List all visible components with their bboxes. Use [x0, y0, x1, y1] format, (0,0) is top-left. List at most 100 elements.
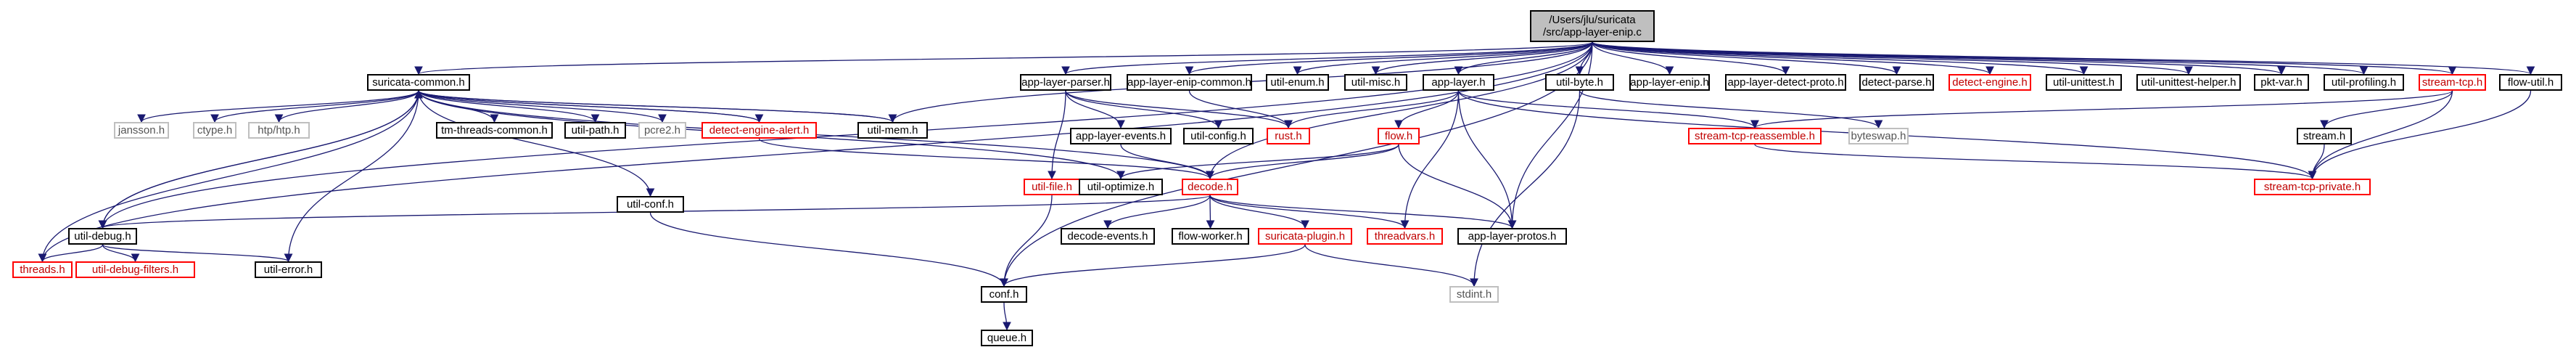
- node-stdint[interactable]: stdint.h: [1449, 286, 1499, 303]
- edge-suricata-plugin-to-stdint: [1304, 244, 1478, 287]
- edge-root-to-suricata-common: [414, 41, 1593, 76]
- node-tm-threads-common[interactable]: tm-threads-common.h: [436, 122, 553, 139]
- node-detect-parse[interactable]: detect-parse.h: [1859, 74, 1934, 91]
- node-conf[interactable]: conf.h: [981, 286, 1027, 303]
- node-label: byteswap.h: [1851, 129, 1906, 142]
- edge-root-to-util-enum: [1293, 41, 1593, 76]
- node-byteswap[interactable]: byteswap.h: [1848, 128, 1909, 144]
- edge-flow-to-app-layer-protos: [1398, 144, 1517, 229]
- edge-app-layer-to-flow: [1394, 90, 1460, 129]
- edge-root-to-detect-engine: [1592, 41, 1994, 76]
- edge-util-file-to-conf: [1000, 195, 1053, 287]
- node-label: util-config.h: [1190, 129, 1246, 142]
- node-util-config[interactable]: util-config.h: [1183, 128, 1254, 144]
- node-flow-worker[interactable]: flow-worker.h: [1172, 228, 1249, 245]
- edge-root-to-util-debug: [98, 41, 1593, 229]
- node-label: detect-engine.h: [1952, 76, 2028, 89]
- node-label: flow.h: [1384, 129, 1413, 142]
- node-pcre2[interactable]: pcre2.h: [638, 122, 686, 139]
- node-queue[interactable]: queue.h: [981, 330, 1033, 346]
- node-htp[interactable]: htp/htp.h: [248, 122, 310, 139]
- node-app-layer-enip[interactable]: app-layer-enip.h: [1629, 74, 1710, 91]
- node-app-layer-parser[interactable]: app-layer-parser.h: [1020, 74, 1111, 91]
- edge-root-to-detect-parse: [1592, 41, 1901, 76]
- edge-conf-to-queue: [1003, 302, 1011, 331]
- node-label: app-layer-protos.h: [1468, 229, 1557, 242]
- edge-root-to-decode: [1206, 41, 1593, 180]
- node-label: util-debug-filters.h: [91, 263, 179, 276]
- node-ctype[interactable]: ctype.h: [193, 122, 236, 139]
- edge-util-mem-to-suricata-common: [414, 89, 894, 123]
- node-app-layer-protos[interactable]: app-layer-protos.h: [1457, 228, 1567, 245]
- node-stream-tcp-reassemble[interactable]: stream-tcp-reassemble.h: [1688, 128, 1822, 144]
- node-pkt-var[interactable]: pkt-var.h: [2254, 74, 2309, 91]
- edge-detect-engine-alert-to-suricata-common: [414, 89, 760, 123]
- node-util-enum[interactable]: util-enum.h: [1266, 74, 1329, 91]
- edge-app-layer-to-rust: [1284, 90, 1460, 129]
- edge-root-to-util-misc: [1371, 41, 1593, 76]
- node-util-debug-filters[interactable]: util-debug-filters.h: [75, 261, 195, 278]
- node-label: flow-worker.h: [1178, 229, 1243, 242]
- edge-suricata-common-to-util-conf: [418, 90, 655, 197]
- node-detect-engine[interactable]: detect-engine.h: [1949, 74, 2031, 91]
- node-app-layer-events[interactable]: app-layer-events.h: [1070, 128, 1172, 144]
- node-util-optimize[interactable]: util-optimize.h: [1079, 179, 1163, 195]
- node-detect-engine-alert[interactable]: detect-engine-alert.h: [701, 122, 817, 139]
- edge-decode-to-decode-events: [1103, 195, 1211, 229]
- node-suricata-plugin[interactable]: suricata-plugin.h: [1258, 228, 1352, 245]
- node-flow-util[interactable]: flow-util.h: [2499, 74, 2562, 91]
- node-label: util-byte.h: [1555, 76, 1604, 89]
- node-label: stdint.h: [1456, 287, 1492, 301]
- node-jansson[interactable]: jansson.h: [114, 122, 169, 139]
- node-label: util-unittest.h: [2052, 76, 2115, 89]
- node-stream-tcp-private[interactable]: stream-tcp-private.h: [2254, 179, 2371, 195]
- node-util-misc[interactable]: util-misc.h: [1344, 74, 1407, 91]
- node-util-unittest[interactable]: util-unittest.h: [2046, 74, 2122, 91]
- node-util-debug[interactable]: util-debug.h: [68, 228, 137, 245]
- edge-suricata-common-to-threads: [38, 90, 419, 263]
- node-label: app-layer-detect-proto.h: [1727, 76, 1844, 89]
- node-util-byte[interactable]: util-byte.h: [1545, 74, 1614, 91]
- node-label: suricata-common.h: [372, 76, 465, 89]
- node-util-unittest-helper[interactable]: util-unittest-helper.h: [2136, 74, 2241, 91]
- node-threads[interactable]: threads.h: [12, 261, 73, 278]
- root-file-node[interactable]: /Users/jlu/suricata /src/app-layer-enip.…: [1530, 10, 1655, 42]
- node-app-layer-enip-common[interactable]: app-layer-enip-common.h: [1127, 74, 1252, 91]
- node-label: detect-engine-alert.h: [709, 123, 810, 136]
- node-label: threads.h: [20, 263, 65, 276]
- node-suricata-common[interactable]: suricata-common.h: [367, 74, 470, 91]
- node-util-conf[interactable]: util-conf.h: [617, 196, 684, 213]
- node-label: stream-tcp-private.h: [2263, 180, 2361, 193]
- node-util-path[interactable]: util-path.h: [564, 122, 626, 139]
- node-stream[interactable]: stream.h: [2297, 128, 2352, 144]
- edge-decode-to-app-layer-protos: [1209, 195, 1517, 229]
- node-label: util-profiling.h: [2331, 76, 2397, 89]
- edge-root-to-app-layer-enip: [1592, 41, 1674, 76]
- edge-detect-engine-alert-to-decode: [758, 138, 1214, 180]
- edge-util-debug-to-util-error: [102, 244, 293, 263]
- node-label: util-debug.h: [74, 229, 131, 242]
- node-decode-events[interactable]: decode-events.h: [1061, 228, 1155, 245]
- node-label: util-file.h: [1032, 180, 1072, 193]
- edge-util-debug-to-suricata-common: [102, 89, 423, 229]
- edge-suricata-common-to-util-error: [284, 90, 419, 263]
- node-flow[interactable]: flow.h: [1378, 128, 1420, 144]
- node-stream-tcp[interactable]: stream-tcp.h: [2419, 74, 2486, 91]
- node-label: detect-parse.h: [1861, 76, 1932, 89]
- node-util-profiling[interactable]: util-profiling.h: [2324, 74, 2404, 91]
- node-rust[interactable]: rust.h: [1267, 128, 1310, 144]
- node-app-layer-detect-proto[interactable]: app-layer-detect-proto.h: [1725, 74, 1846, 91]
- node-util-error[interactable]: util-error.h: [255, 261, 322, 278]
- node-threadvars[interactable]: threadvars.h: [1367, 228, 1443, 245]
- node-util-mem[interactable]: util-mem.h: [857, 122, 928, 139]
- node-decode[interactable]: decode.h: [1182, 179, 1238, 195]
- node-util-file[interactable]: util-file.h: [1024, 179, 1080, 195]
- node-label: util-mem.h: [867, 123, 918, 136]
- node-label: rust.h: [1275, 129, 1302, 142]
- node-app-layer[interactable]: app-layer.h: [1423, 74, 1494, 91]
- node-label: stream.h: [2303, 129, 2346, 142]
- edge-suricata-common-to-htp: [274, 90, 419, 123]
- edge-util-byte-to-stdint: [1470, 90, 1581, 287]
- node-label: util-enum.h: [1270, 76, 1325, 89]
- node-label: util-optimize.h: [1087, 180, 1155, 193]
